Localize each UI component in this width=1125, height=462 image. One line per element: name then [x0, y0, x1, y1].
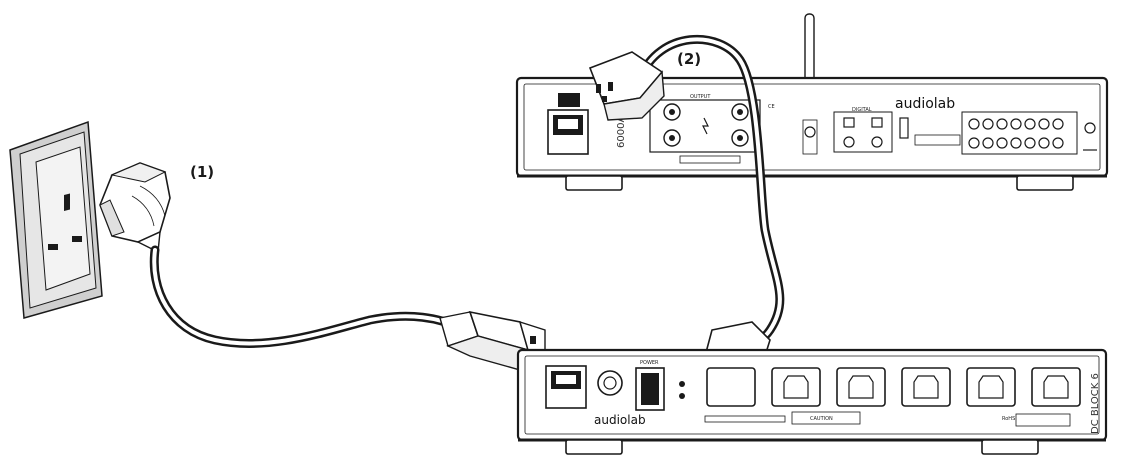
power-label: POWER [640, 360, 659, 366]
block-foot-right [981, 439, 1039, 455]
digital-label: DIGITAL [852, 107, 872, 113]
block-foot-left [565, 439, 623, 455]
block-model-label: DC BLOCK 6 [1090, 373, 1101, 434]
amp-foot-right [1016, 175, 1074, 191]
callout-amp-label: (2) [677, 50, 701, 68]
amp-model-label: 6000A [616, 116, 627, 148]
live-slot [48, 244, 58, 250]
rohs-label: RoHS [1002, 416, 1015, 422]
rca-input-row-bottom [968, 137, 1064, 149]
amp-power-switch [558, 93, 580, 107]
caution-label: CAUTION [810, 416, 833, 422]
block-brand-label: audiolab [594, 413, 646, 427]
neutral-slot [72, 236, 82, 242]
amp-ce-mark: CE [768, 104, 775, 110]
iec-connector-2-top [588, 51, 665, 121]
amplifier-rear-panel: 6000A OUTPUT CE DIGITAL audiolab [515, 13, 1109, 191]
callout-wall-label: (1) [190, 163, 214, 181]
usb-port [899, 117, 909, 139]
earth-pin-slot [64, 193, 70, 212]
outlet-1 [706, 367, 756, 407]
mains-plug [99, 162, 171, 254]
rca-input-row-top [968, 118, 1064, 130]
output-label: OUTPUT [690, 94, 711, 100]
shock-warning-icon [702, 117, 709, 135]
amp-foot-left [565, 175, 623, 191]
power-cable-1 [149, 245, 465, 348]
outlet-row [706, 367, 1081, 407]
wall-socket [9, 120, 103, 319]
amp-brand-label: audiolab [895, 96, 955, 112]
power-block-rear-panel: POWER audiolab CAUTION RoHS DC BLOCK 6 [516, 348, 1108, 455]
